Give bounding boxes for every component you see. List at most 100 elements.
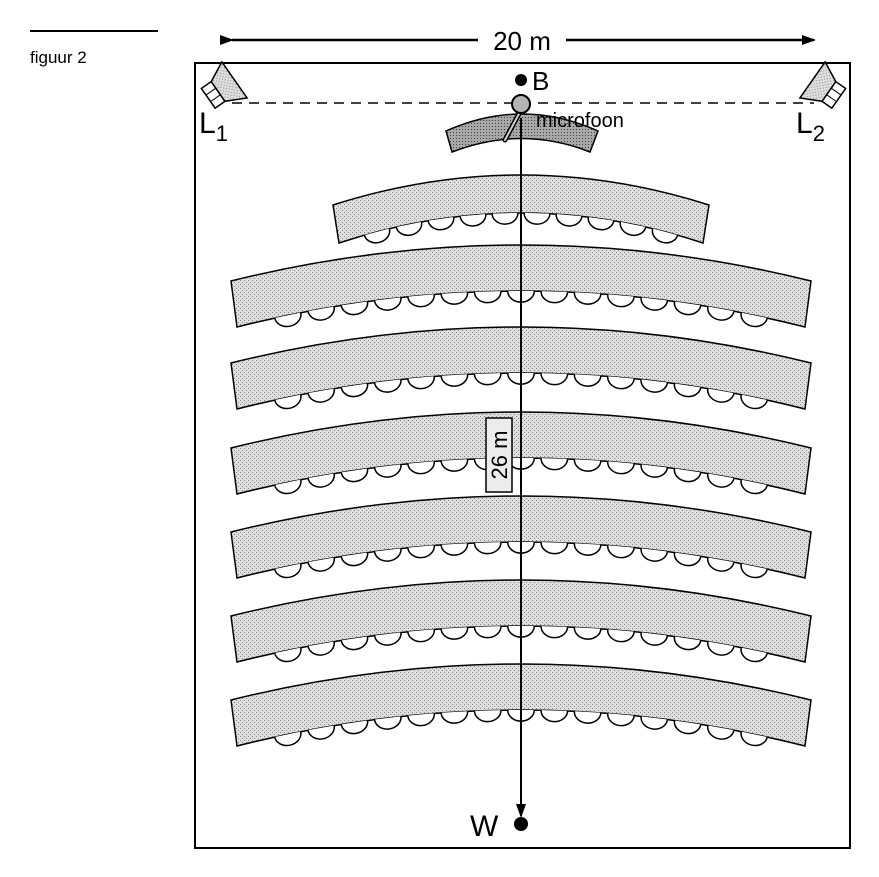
speaker-l1-label: L1 (199, 107, 228, 146)
audience-seat (573, 543, 602, 556)
figure-label: figuur 2 (30, 48, 87, 67)
audience-seat (606, 376, 635, 390)
audience-seat (740, 312, 768, 328)
audience-seat (540, 626, 569, 639)
audience-seat (707, 641, 735, 656)
speaker-l2-subscript: 2 (813, 121, 825, 146)
point-w-label: W (470, 810, 499, 843)
audience-seat (587, 216, 615, 231)
audience-seat (440, 711, 469, 724)
speaker-l2-icon (798, 60, 847, 110)
audience-seat (740, 647, 768, 663)
audience-seat (373, 632, 402, 646)
audience-seat (740, 731, 768, 747)
audience-seat (363, 228, 391, 244)
audience-seat (606, 713, 635, 727)
audience-seat (740, 563, 768, 579)
audience-seat (274, 394, 302, 410)
point-b-dot (515, 74, 527, 86)
audience-seat (407, 545, 436, 559)
audience-seat (523, 212, 551, 225)
audience-seat (573, 374, 602, 387)
audience-seat (407, 294, 436, 308)
length-label: 26 m (487, 431, 512, 480)
audience-seat (340, 720, 369, 735)
audience-seat (640, 548, 669, 562)
audience-seat (440, 292, 469, 305)
audience-seat (440, 459, 469, 472)
speaker-l2: L2 (796, 60, 847, 146)
audience-seat (427, 216, 455, 231)
length-label-box (485, 417, 513, 493)
audience-seat (606, 461, 635, 475)
audience-seat (274, 647, 302, 663)
room-outline (194, 62, 851, 849)
audience-seat (640, 632, 669, 646)
audience-seat (373, 379, 402, 393)
speaker-l1-icon (200, 60, 249, 110)
audience-seat (740, 479, 768, 495)
width-label: 20 m (493, 26, 551, 56)
microphone-label: microfoon (536, 110, 624, 132)
audience-seat (707, 473, 735, 488)
audience-seat (673, 720, 702, 735)
audience-seat (573, 627, 602, 640)
audience-seat (473, 542, 502, 555)
point-b-label: B (532, 66, 549, 96)
audience-seat (440, 627, 469, 640)
speaker-l1-letter: L (199, 107, 216, 140)
audience-seat (640, 379, 669, 393)
audience-seat (606, 294, 635, 308)
audience-seat (573, 459, 602, 472)
audience-seat (573, 711, 602, 724)
audience-seat (619, 221, 647, 237)
speaker-l2-letter: L (796, 107, 813, 140)
point-w-dot (514, 817, 528, 831)
audience-seat (707, 306, 735, 321)
audience-seat (673, 383, 702, 398)
audience-seat (340, 636, 369, 651)
speaker-l1: L1 (199, 60, 249, 146)
audience-seat (707, 557, 735, 572)
audience-seat (407, 629, 436, 643)
audience-seat (673, 552, 702, 567)
audience-seat (440, 543, 469, 556)
width-dimension: 20 m (220, 26, 816, 56)
audience-seat (274, 479, 302, 495)
audience-seat (640, 297, 669, 311)
audience-seat (740, 394, 768, 410)
length-dimension: 26 m (485, 118, 526, 818)
audience-seat (540, 458, 569, 471)
audience-seat (373, 716, 402, 730)
audience-seat (340, 552, 369, 567)
audience-seat (473, 291, 502, 304)
audience-seat (555, 213, 583, 227)
audience-seat (373, 297, 402, 311)
audience-seat (459, 213, 487, 227)
audience-seat (340, 468, 369, 483)
audience-seat (673, 468, 702, 483)
audience-seat (651, 228, 679, 244)
audience-seat (606, 545, 635, 559)
audience-seat (307, 725, 335, 740)
audience-seat (307, 641, 335, 656)
audience-seat (373, 548, 402, 562)
audience-seat (573, 292, 602, 305)
audience-seat (540, 373, 569, 386)
audience-seat (640, 716, 669, 730)
audience-seat (307, 473, 335, 488)
audience-seat (340, 301, 369, 316)
audience-seat (491, 212, 519, 225)
audience-seat (606, 629, 635, 643)
audience-seat (473, 626, 502, 639)
speaker-l1-subscript: 1 (216, 121, 228, 146)
audience-seat (707, 725, 735, 740)
audience-seat (373, 464, 402, 478)
audience-seat (707, 388, 735, 403)
audience-seat (673, 636, 702, 651)
audience-seat (307, 306, 335, 321)
audience-seat (473, 710, 502, 723)
audience-seat (407, 376, 436, 390)
audience-seat (407, 461, 436, 475)
